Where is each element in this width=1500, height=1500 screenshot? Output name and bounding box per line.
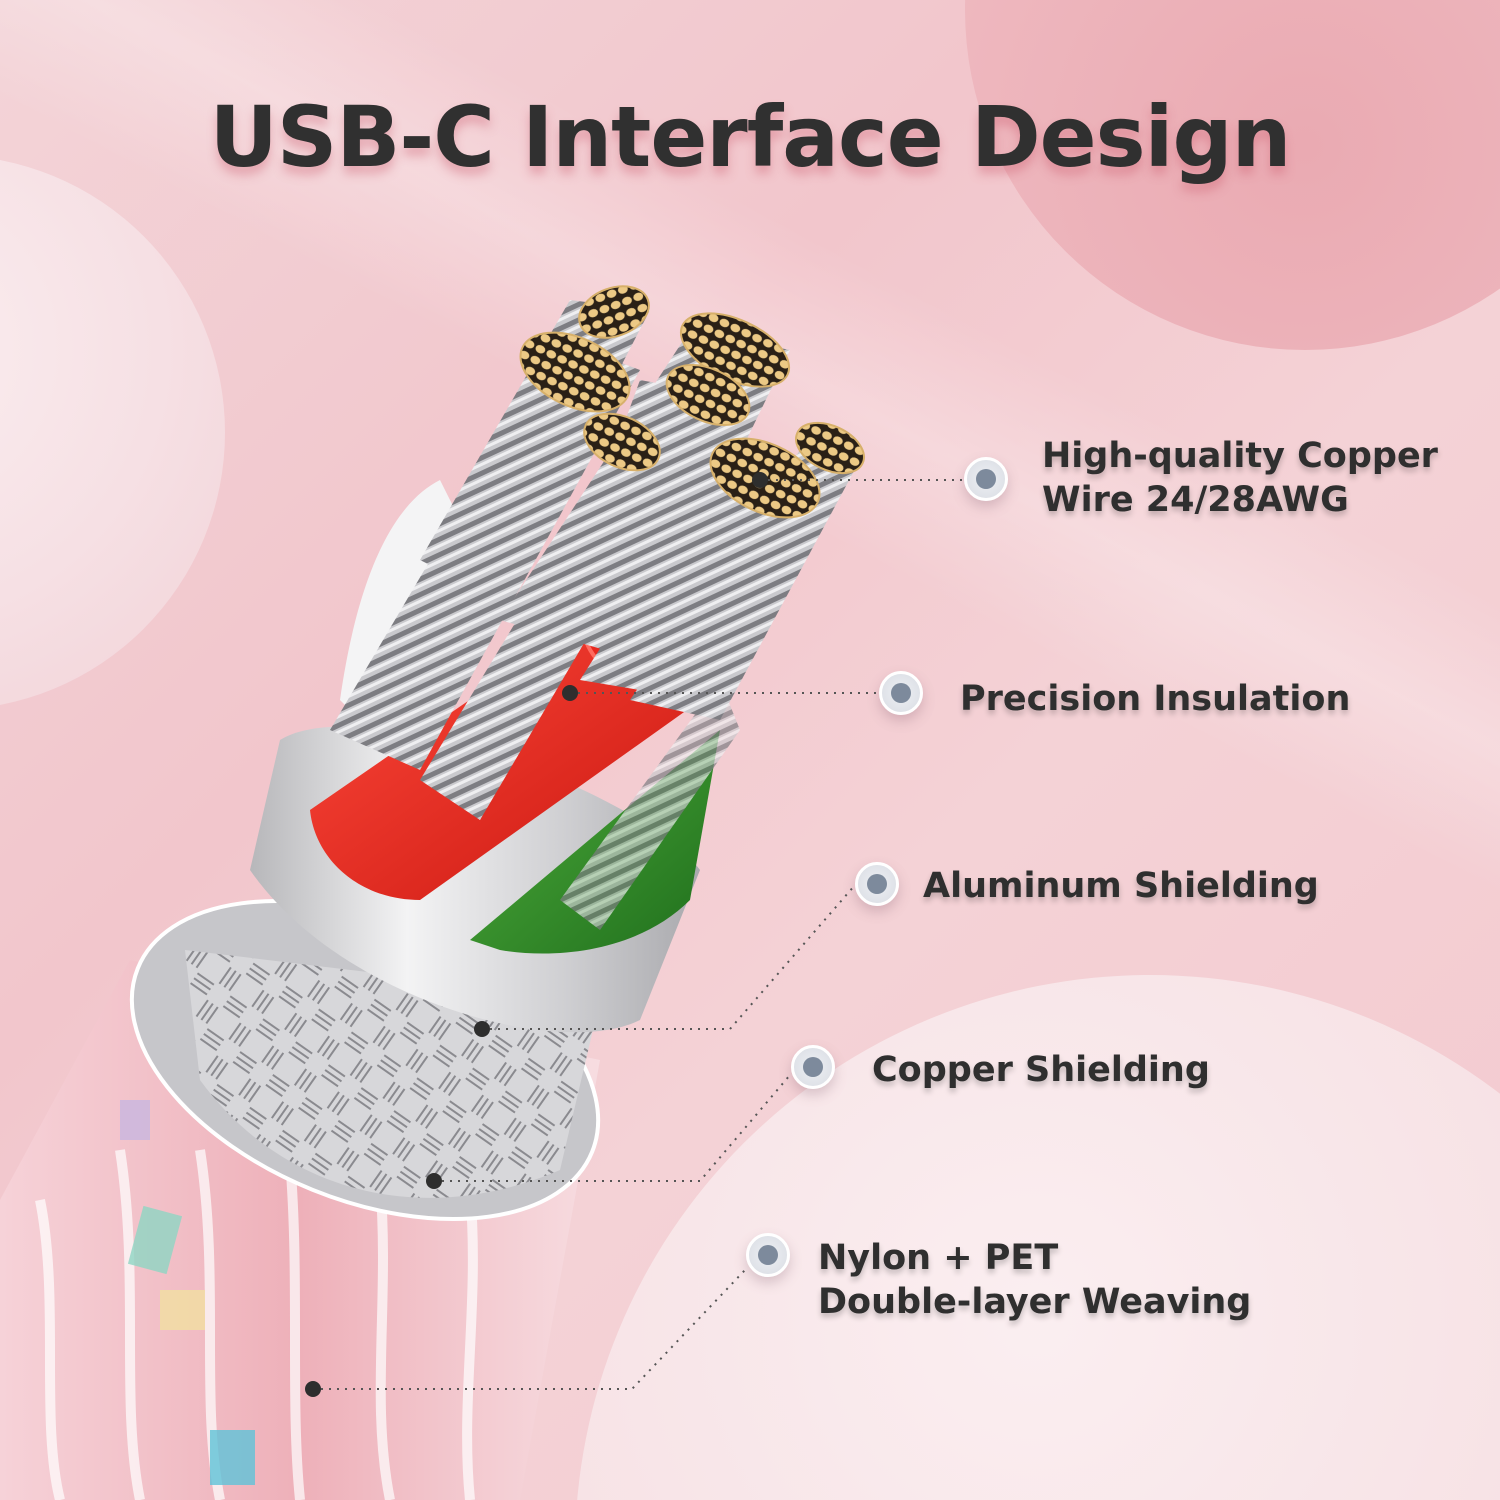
callout-line: Precision Insulation [960,679,1351,719]
callout-label-aluminum-shielding: Aluminum Shielding [923,864,1319,908]
callout-line: Nylon + PET [818,1238,1059,1278]
callout-line: High-quality Copper [1042,436,1438,476]
callout-line: Wire 24/28AWG [1042,480,1349,520]
callout-label-copper-shielding: Copper Shielding [872,1048,1210,1092]
callout-marker-copper-wire [964,457,1008,501]
callout-marker-insulation [879,671,923,715]
page-title: USB-C Interface Design [209,88,1292,186]
callout-line: Aluminum Shielding [923,866,1319,906]
callout-label-insulation: Precision Insulation [960,677,1350,721]
callout-line: Double-layer Weaving [818,1282,1252,1322]
callout-marker-nylon-pet [746,1233,790,1277]
callout-label-copper-wire: High-quality Copper Wire 24/28AWG [1042,434,1438,522]
callout-label-nylon-pet: Nylon + PET Double-layer Weaving [818,1236,1251,1324]
callout-line: Copper Shielding [872,1050,1210,1090]
callout-marker-copper-shielding [791,1045,835,1089]
callout-marker-aluminum-shielding [855,862,899,906]
